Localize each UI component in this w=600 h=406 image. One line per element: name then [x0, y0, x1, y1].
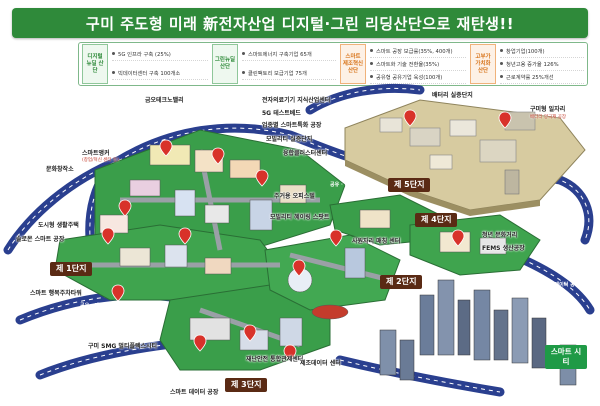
zone-tag-3: 제 3단지 [225, 378, 268, 392]
label-electronics-center: 전자의료기기 지식산업센터 [262, 97, 331, 104]
title-banner: 구미 주도형 미래 新전자산업 디지털·그린 리딩산단으로 재탄생!! [12, 8, 588, 38]
bullet-green-2: 클린팩토리 보급기업 75개 [242, 66, 336, 80]
label-dosi-housing: 도시형 생활주택 [38, 222, 79, 229]
smart-city-buildings [379, 279, 577, 386]
bullet-digital-2: 빅데이터센터 구축 100개소 [112, 66, 208, 80]
label-gumi-jobs: 구미형 일자리 [530, 106, 566, 113]
category-green: 그린뉴딜 산단 [212, 44, 238, 84]
label-5g-testbed: 5G 테스트베드 [262, 110, 301, 117]
zone-tag-5: 제 5단지 [388, 178, 431, 192]
smart-city-tag: 스마트 시티 [545, 345, 587, 369]
road-label-4: 공유 · 데이터 공유 [540, 282, 580, 288]
label-mobility-park: 모빌리티 실증단지 [266, 136, 313, 143]
bullet-jobs-3: 근로계약률 25%개선 [500, 70, 584, 84]
title-text: 구미 주도형 미래 新전자산업 디지털·그린 리딩산단으로 재탄생!! [85, 14, 515, 33]
label-smart-living: 스마트 행복주차타워 [30, 290, 82, 297]
label-data-center: 제조데이터 센터 [300, 360, 341, 367]
bullet-digital-1: 5G 인프라 구축 (25%) [112, 47, 208, 61]
bullet-smart-3: 공유형 공유기업 육성(100개) [370, 70, 466, 84]
label-mobility-spot: 모빌리티 혜이링 스팟트 [270, 214, 330, 221]
road-label-3: 공유 · 데이터 공유 [80, 303, 120, 309]
label-gumi-jobs-sub: 배터리 양극재 공장 [530, 115, 566, 120]
label-battery-park: 배터리 실증단지 [432, 92, 473, 99]
label-disaster-center: 재난안전 통합관제센터 [246, 356, 304, 363]
label-exhibition: 업종별 스마트특화 공장 [262, 122, 322, 129]
category-high-value: 고부가 가치화 산단 [470, 44, 496, 84]
label-office: 주거용 오피스텔 [274, 193, 315, 200]
label-convergence-center: 융합클러스터센터 [283, 150, 328, 157]
bullet-green-1: 스마트에너지 구축기업 65개 [242, 47, 336, 61]
zone-tag-2: 제 2단지 [380, 275, 423, 289]
label-gumi-smg: 구미 SMG 멀티플렉스시티 [88, 343, 158, 350]
building-cluster [99, 144, 507, 351]
location-pins [101, 109, 512, 362]
road-label-1: 공유 · 데이터 공유 [330, 182, 370, 188]
category-digital: 디지털 뉴딜 산단 [82, 44, 108, 84]
category-smart-manufacturing: 스마트 제조혁신 산단 [340, 44, 366, 84]
label-culture-complex: 문화창작소 [46, 166, 74, 173]
label-smart-lab: 스마트 데이터 공장 [170, 389, 219, 396]
label-gumi-valley: 금오테크노밸리 [145, 97, 184, 104]
road-label-2: 공유 · 데이터 공유 [540, 208, 580, 214]
label-smart-bridge: 스마트앵커 [82, 150, 110, 157]
label-fems-cluster: FEMS 생산공장 [482, 245, 525, 252]
label-youth-street: 청년 문화거리 [482, 232, 518, 239]
zone-tag-1: 제 1단지 [50, 262, 93, 276]
label-job-center: 사원자리 매칭 센터 [352, 238, 401, 245]
label-solar-factory: 솔로몬 스마트 공장 [16, 236, 65, 243]
label-smart-bridge-sub: (창업/혁신 센터 등) [82, 158, 119, 163]
zone-tag-4: 제 4단지 [415, 213, 458, 227]
